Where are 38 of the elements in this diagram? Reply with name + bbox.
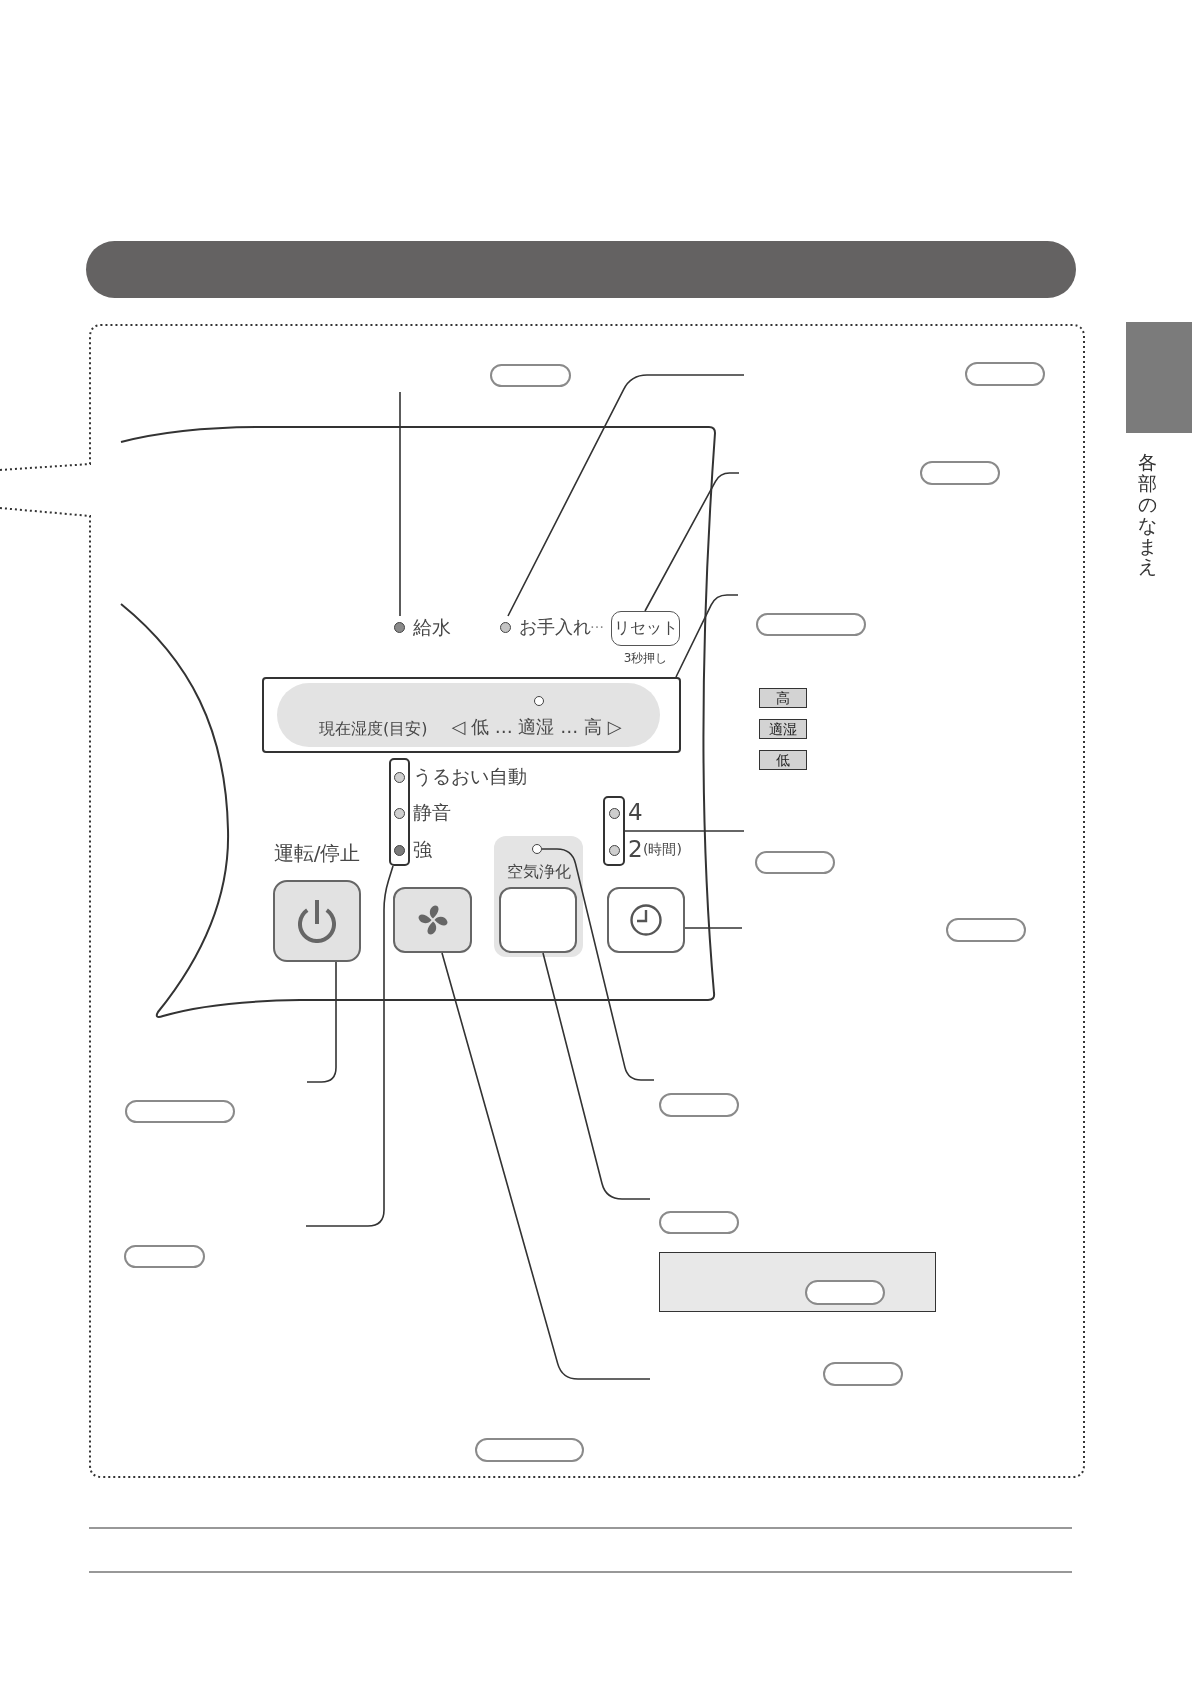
timer-button [607, 887, 685, 953]
indicator-label: お手入れ [519, 616, 591, 639]
display-label: 現在湿度(目安) [319, 718, 428, 738]
fan-button [393, 887, 472, 953]
leader-line [624, 830, 745, 832]
leader-line [305, 865, 394, 1227]
indicator-dot-icon [532, 844, 542, 854]
section-tab-label: 各部のなまえ [1138, 452, 1157, 578]
reset-button: リセット [611, 611, 680, 646]
leader-line [644, 472, 740, 612]
separator-dots: … [590, 615, 604, 631]
indicator-label: 強 [413, 838, 432, 861]
group-heading: 空気浄化 [506, 861, 571, 883]
leader-line [507, 374, 745, 617]
purify-button [499, 887, 577, 953]
leader-line [684, 927, 743, 929]
leader-line [542, 952, 651, 1200]
leader-line [399, 391, 401, 617]
leader-line [675, 594, 739, 678]
indicator-label: 2 [628, 836, 643, 864]
display-label: ◁ 低 … 適湿 … 高 ▷ [451, 716, 622, 738]
leader-line [306, 961, 337, 1083]
leader-line [441, 952, 651, 1380]
indicator-bracket [389, 758, 410, 866]
level-chip: 適湿 [759, 719, 807, 739]
leader-line [541, 848, 655, 1081]
indicator-label: 静音 [413, 801, 451, 824]
button-group-panel [494, 836, 583, 957]
indicator-bracket [603, 796, 625, 866]
press-hint-text: 3秒押し [623, 651, 668, 665]
indicator-label: 4 [628, 799, 643, 827]
display-panel [262, 677, 681, 753]
button-caption: 運転/停止 [273, 841, 361, 865]
indicator-label: うるおい自動 [413, 765, 527, 788]
level-chip: 高 [759, 688, 807, 708]
level-chip: 低 [759, 750, 807, 770]
indicator-label: 給水 [413, 616, 451, 640]
unit-label: (時間) [643, 841, 682, 858]
